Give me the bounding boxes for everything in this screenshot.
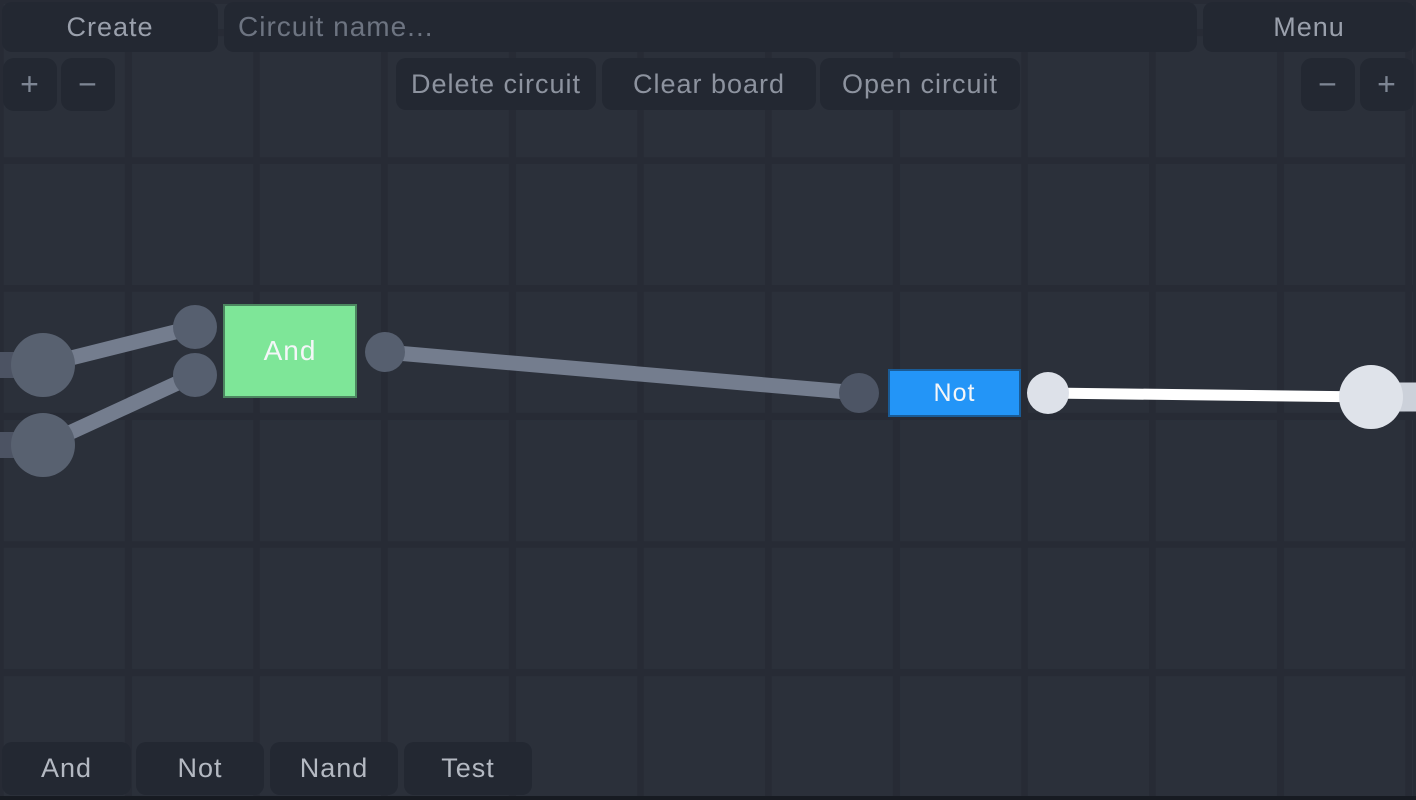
palette-not-button[interactable]: Not [136, 742, 264, 795]
bottom-edge-strip [0, 796, 1416, 800]
zoom-out-right-button[interactable]: − [1301, 58, 1355, 111]
wire-and-to-not [384, 344, 860, 401]
and-output-pin[interactable] [365, 332, 405, 372]
zoom-in-right-button[interactable]: + [1360, 58, 1414, 111]
not-input-pin[interactable] [839, 373, 879, 413]
zoom-out-left-button[interactable]: − [61, 58, 115, 111]
palette-nand-button[interactable]: Nand [270, 742, 398, 795]
output-terminal[interactable] [1339, 365, 1403, 429]
clear-board-button[interactable]: Clear board [602, 58, 816, 110]
not-output-pin[interactable] [1027, 372, 1069, 414]
circuit-name-input[interactable] [224, 2, 1197, 52]
gate-and[interactable]: And [223, 304, 357, 398]
delete-circuit-button[interactable]: Delete circuit [396, 58, 596, 110]
and-input-pin-1[interactable] [173, 305, 217, 349]
create-button[interactable]: Create [2, 2, 218, 52]
wire-not-to-out [1047, 387, 1372, 403]
palette-and-button[interactable]: And [2, 742, 131, 795]
palette-test-button[interactable]: Test [404, 742, 532, 795]
input-terminal-1[interactable] [11, 333, 75, 397]
input-terminal-2[interactable] [11, 413, 75, 477]
zoom-in-left-button[interactable]: + [3, 58, 57, 111]
and-input-pin-2[interactable] [173, 353, 217, 397]
open-circuit-button[interactable]: Open circuit [820, 58, 1020, 110]
menu-button[interactable]: Menu [1203, 2, 1415, 52]
gate-not[interactable]: Not [888, 369, 1021, 417]
